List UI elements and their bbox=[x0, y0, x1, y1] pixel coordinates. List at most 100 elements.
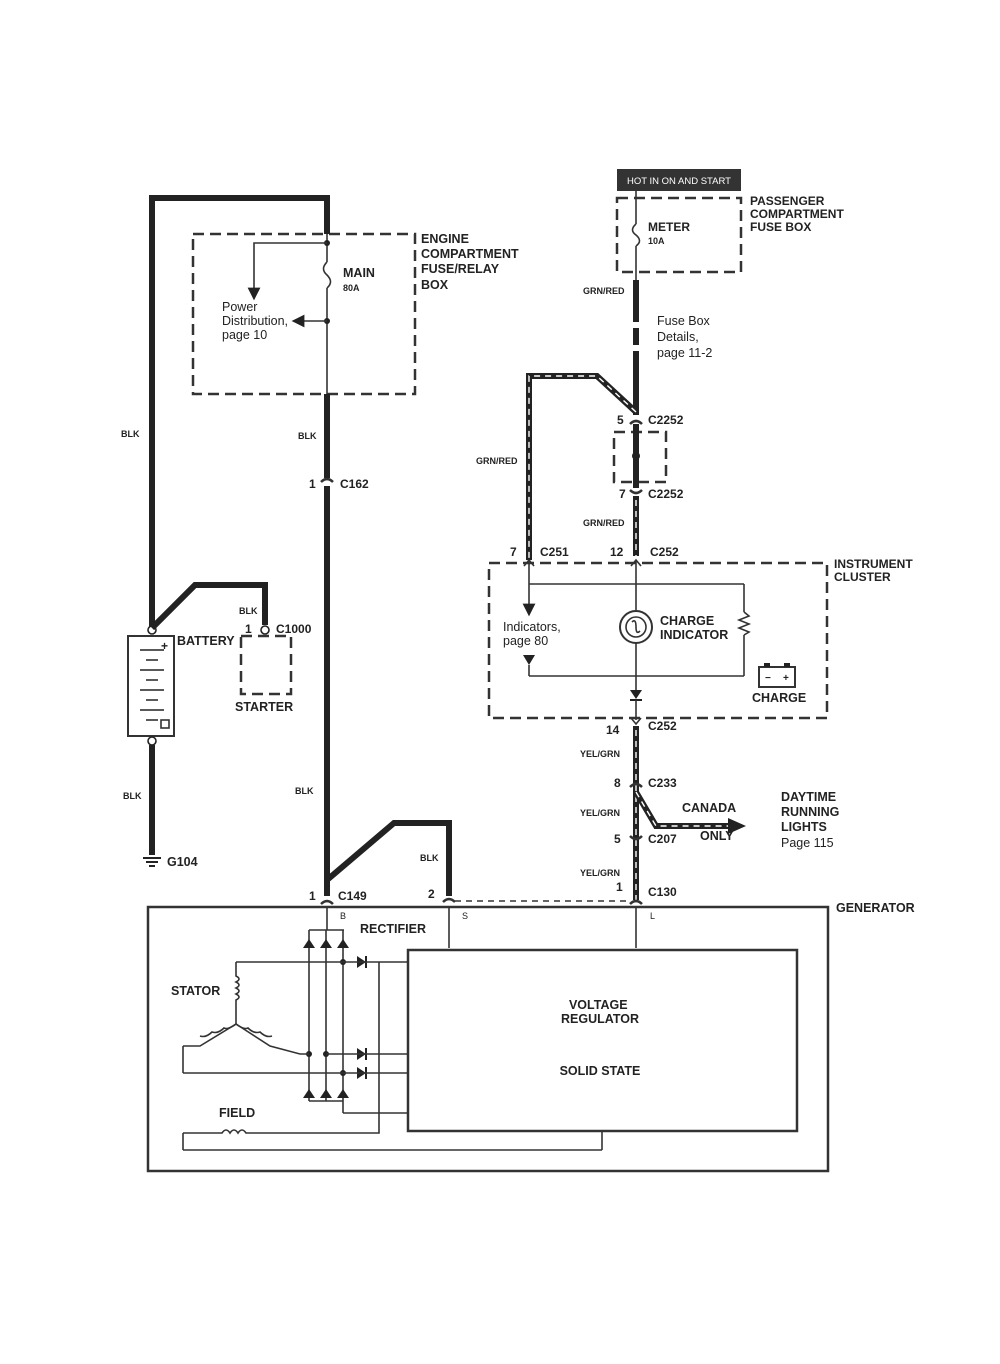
c2252-top-connector-icon bbox=[629, 419, 643, 425]
charge-indicator-label: CHARGE INDICATOR bbox=[660, 614, 728, 642]
svg-text:+: + bbox=[783, 673, 789, 684]
generator-box bbox=[146, 905, 830, 1173]
grn-red-branch-wire bbox=[526, 373, 639, 560]
meter-fuse-icon bbox=[631, 223, 641, 247]
c252-bottom-connector-icon bbox=[630, 717, 642, 726]
gen-s-connector-icon bbox=[442, 897, 456, 903]
svg-text:+: + bbox=[161, 639, 168, 653]
terminal-b-label: B bbox=[340, 911, 346, 921]
c2252-splice-box bbox=[612, 430, 668, 484]
blk-label-3: BLK bbox=[295, 786, 314, 796]
main-fuse-icon bbox=[322, 261, 332, 289]
meter-fuse-name: METER bbox=[648, 220, 690, 234]
indicators-note: Indicators, page 80 bbox=[503, 620, 564, 648]
c2252-top-pin: 5 bbox=[617, 413, 624, 427]
gen-s-pin: 2 bbox=[428, 887, 435, 901]
battery-label: BATTERY bbox=[177, 634, 235, 648]
rectifier-bridge bbox=[303, 929, 349, 1102]
grn-red-label-2: GRN/RED bbox=[476, 456, 518, 466]
engine-fuse-relay-box bbox=[191, 232, 417, 396]
blk-label-2: BLK bbox=[298, 431, 317, 441]
drl-page: Page 115 bbox=[781, 836, 834, 850]
c233-connector-icon bbox=[629, 782, 643, 788]
field-coil-icon bbox=[183, 962, 380, 1135]
c162-pin: 1 bbox=[309, 477, 316, 491]
main-fuse-rating: 80A bbox=[343, 283, 360, 293]
rectifier-label: RECTIFIER bbox=[360, 922, 426, 936]
passenger-fuse-box-label: PASSENGER COMPARTMENT FUSE BOX bbox=[750, 194, 847, 234]
c233-pin: 8 bbox=[614, 776, 621, 790]
c207-connector-icon bbox=[629, 835, 643, 841]
blk-sense-wire bbox=[325, 820, 452, 896]
battery-cells bbox=[140, 649, 164, 721]
instrument-cluster-box bbox=[487, 561, 829, 720]
instrument-cluster-label: INSTRUMENT CLUSTER bbox=[834, 557, 916, 584]
voltage-regulator-box bbox=[406, 948, 799, 1133]
battery-icon bbox=[127, 635, 175, 737]
c1000-pin: 1 bbox=[245, 622, 252, 636]
drl-title: DAYTIME RUNNING LIGHTS bbox=[781, 790, 843, 834]
yel-grn-label-3: YEL/GRN bbox=[580, 868, 620, 878]
cluster-diode-icon bbox=[630, 690, 642, 699]
grn-red-label-3: GRN/RED bbox=[583, 518, 625, 528]
blk-starter-wire bbox=[149, 582, 268, 631]
solid-state-label: SOLID STATE bbox=[560, 1064, 641, 1078]
c252-top-pin: 12 bbox=[610, 545, 624, 559]
only-label: ONLY bbox=[700, 829, 734, 843]
yel-grn-label-1: YEL/GRN bbox=[580, 749, 620, 759]
starter-box bbox=[239, 634, 293, 696]
charge-indicator-resistor-icon bbox=[736, 611, 752, 636]
stator-coil-icon bbox=[183, 962, 309, 1055]
c2252-bottom-pin: 7 bbox=[619, 487, 626, 501]
c2252-bottom-name: C2252 bbox=[648, 487, 684, 501]
grn-red-label-1: GRN/RED bbox=[583, 286, 625, 296]
drl-arrow-icon bbox=[728, 818, 746, 834]
blk-label-ground: BLK bbox=[123, 791, 142, 801]
fuse-box-details-note: Fuse Box Details, page 11-2 bbox=[657, 314, 713, 360]
c2252-bottom-connector-icon bbox=[629, 489, 643, 495]
c233-name: C233 bbox=[648, 776, 677, 790]
passenger-fuse-box bbox=[615, 196, 743, 274]
c207-pin: 5 bbox=[614, 832, 621, 846]
starter-label: STARTER bbox=[235, 700, 293, 714]
charge-icon-label: CHARGE bbox=[752, 691, 806, 705]
c149-pin: 1 bbox=[309, 889, 316, 903]
blk-label-sense: BLK bbox=[420, 853, 439, 863]
c2252-top-name: C2252 bbox=[648, 413, 684, 427]
c1000-name: C1000 bbox=[276, 622, 312, 636]
engine-fuse-box-label: ENGINE COMPARTMENT FUSE/RELAY BOX bbox=[421, 232, 522, 292]
power-distribution-note: Power Distribution, page 10 bbox=[222, 300, 291, 342]
field-label: FIELD bbox=[219, 1106, 255, 1120]
yel-grn-label-2: YEL/GRN bbox=[580, 808, 620, 818]
c162-name: C162 bbox=[340, 477, 369, 491]
blk-label-1: BLK bbox=[121, 429, 140, 439]
c2252-splice-dot bbox=[632, 452, 640, 460]
c252-bottom-name: C252 bbox=[648, 719, 677, 733]
c207-name: C207 bbox=[648, 832, 677, 846]
c251-name: C251 bbox=[540, 545, 569, 559]
blk-label-starter: BLK bbox=[239, 606, 258, 616]
terminal-s-label: S bbox=[462, 911, 468, 921]
voltage-regulator-label: VOLTAGE REGULATOR bbox=[561, 998, 639, 1026]
c252-top-name: C252 bbox=[650, 545, 679, 559]
hot-in-on-start-label: HOT IN ON AND START bbox=[627, 176, 731, 187]
ground-icon bbox=[143, 857, 161, 867]
terminal-l-label: L bbox=[650, 911, 655, 921]
canada-label: CANADA bbox=[682, 801, 736, 815]
c130-name: C130 bbox=[648, 885, 677, 899]
c251-pin: 7 bbox=[510, 545, 517, 559]
c252-bottom-pin: 14 bbox=[606, 723, 620, 737]
c162-connector-icon bbox=[320, 477, 334, 483]
c130-pin: 1 bbox=[616, 880, 623, 894]
generator-label: GENERATOR bbox=[836, 901, 915, 915]
c130-connector-icon bbox=[629, 899, 643, 905]
hot-in-on-start-banner bbox=[617, 169, 741, 191]
diode-icon bbox=[303, 939, 315, 948]
stator-label: STATOR bbox=[171, 984, 220, 998]
blk-battery-top-wire bbox=[149, 195, 330, 628]
ground-label: G104 bbox=[167, 855, 198, 869]
meter-fuse-rating: 10A bbox=[648, 236, 665, 246]
indicators-diode-icon bbox=[523, 655, 535, 665]
c149-name: C149 bbox=[338, 889, 367, 903]
